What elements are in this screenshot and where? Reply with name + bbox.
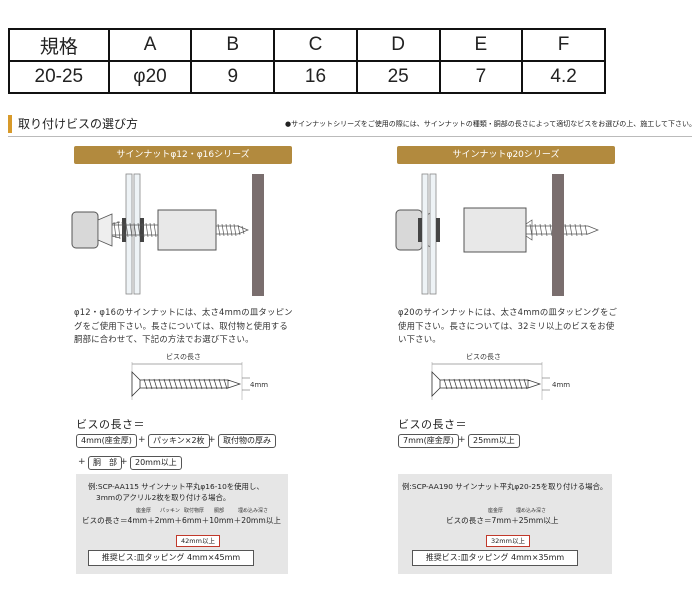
plus-sign: +: [458, 435, 466, 445]
left-example-label: 埋め込み深さ: [238, 508, 269, 514]
spec-value-row: 20-25 φ20 9 16 25 7 4.2: [8, 60, 606, 94]
spec-header-cell: E: [438, 28, 524, 62]
right-example-equation: ビスの長さ＝7mm＋25mm以上: [446, 516, 559, 525]
right-pill-washer: 7mm(座金厚): [398, 434, 459, 448]
spec-value-cell: 7: [438, 60, 524, 94]
left-screw-diameter-label: 4mm: [250, 381, 269, 389]
left-example-label: 取付物厚: [184, 508, 205, 514]
right-description: φ20のサインナットには、太さ4mmの皿タッピングをご 使用下さい。長さについて…: [398, 306, 617, 347]
right-screw-diameter-label: 4mm: [552, 381, 571, 389]
right-description-line: φ20のサインナットには、太さ4mmの皿タッピングをご: [398, 307, 618, 317]
right-column: サインナットφ20シリーズ: [393, 146, 623, 164]
right-description-line: い下さい。: [398, 334, 441, 344]
right-series-banner: サインナットφ20シリーズ: [397, 146, 615, 164]
plus-sign: +: [78, 457, 86, 467]
left-example-title: 3mmのアクリル2枚を取り付ける場合。: [96, 493, 231, 502]
left-screw-diagram: [131, 362, 250, 400]
spec-value-cell: 25: [355, 60, 441, 94]
spec-value-cell: φ20: [107, 60, 193, 94]
right-screw-length-label: ビスの長さ: [466, 353, 501, 361]
spec-header-cell: A: [107, 28, 193, 62]
right-example-label: 埋め込み深さ: [516, 508, 547, 514]
spec-header-cell: B: [190, 28, 276, 62]
right-pill-depth: 25mm以上: [468, 434, 520, 448]
spec-header-row: 規格 A B C D E F: [8, 28, 606, 62]
right-formula-title: ビスの長さ＝: [398, 418, 467, 431]
right-assembly-illustration: [395, 173, 599, 296]
left-description-line: グをご使用下さい。長さについては、取付物と使用する: [74, 320, 288, 331]
spec-header-cell: C: [273, 28, 358, 62]
left-formula-title: ビスの長さ＝: [76, 418, 145, 431]
spec-value-cell: 9: [190, 60, 276, 94]
left-example-label: パッキン: [160, 508, 180, 514]
left-example-equation: ビスの長さ＝4mm＋2mm＋6mm＋10mm＋20mm以上: [82, 516, 281, 525]
left-description-line: 胴部に合わせて、下記の方法でお選び下さい。: [74, 334, 254, 344]
left-example-result: 42mm以上: [176, 535, 220, 547]
right-example-title: 例:SCP-AA190 サインナット平丸φ20-25を取り付ける場合。: [402, 482, 608, 491]
right-recommended-screw: 推奨ビス:皿タッピング 4mm×35mm: [412, 550, 578, 566]
spec-header-cell: F: [521, 28, 606, 62]
plus-sign: +: [120, 457, 128, 467]
left-screw-length-label: ビスの長さ: [166, 353, 201, 361]
left-recommended-screw: 推奨ビス:皿タッピング 4mm×45mm: [88, 550, 254, 566]
left-example-label: 座金厚: [136, 508, 152, 514]
right-example-result: 32mm以上: [486, 535, 530, 547]
right-description-line: 使用下さい。長さについては、32ミリ以上のビスをお使: [398, 320, 615, 331]
left-column: サインナットφ12・φ16シリーズ: [60, 146, 292, 164]
left-description: φ12・φ16のサインナットには、太さ4mmの皿タッピン グをご使用下さい。長さ…: [74, 306, 293, 347]
left-description-line: φ12・φ16のサインナットには、太さ4mmの皿タッピン: [74, 307, 293, 317]
left-example-label: 胴部: [214, 508, 225, 514]
left-pill-washer: 4mm(座金厚): [76, 434, 137, 448]
section-note: ●サインナットシリーズをご使用の際には、サインナットの種類・胴部の長さによって適…: [285, 120, 696, 128]
spec-value-cell: 4.2: [521, 60, 606, 94]
plus-sign: +: [138, 435, 146, 445]
spec-header-cell: 規格: [8, 28, 110, 62]
section-title: 取り付けビスの選び方: [8, 115, 138, 133]
left-example-title: 例:SCP-AA115 サインナット平丸φ16-10を使用し、: [88, 482, 264, 491]
spec-value-cell: 20-25: [8, 60, 110, 94]
plus-sign: +: [208, 435, 216, 445]
right-example-label: 座金厚: [488, 508, 504, 514]
left-pill-body: 胴 部: [88, 456, 122, 470]
spec-header-cell: D: [355, 28, 441, 62]
section-divider: [8, 136, 692, 137]
spec-value-cell: 16: [273, 60, 358, 94]
left-assembly-illustration: [71, 173, 264, 296]
left-pill-depth: 20mm以上: [130, 456, 182, 470]
left-series-banner: サインナットφ12・φ16シリーズ: [74, 146, 292, 164]
spec-table: 規格 A B C D E F 20-25 φ20 9 16 25 7 4.2: [8, 28, 606, 94]
left-pill-thickness: 取付物の厚み: [218, 434, 276, 448]
right-screw-diagram: [431, 362, 550, 400]
left-pill-packing: パッキン×2枚: [148, 434, 210, 448]
